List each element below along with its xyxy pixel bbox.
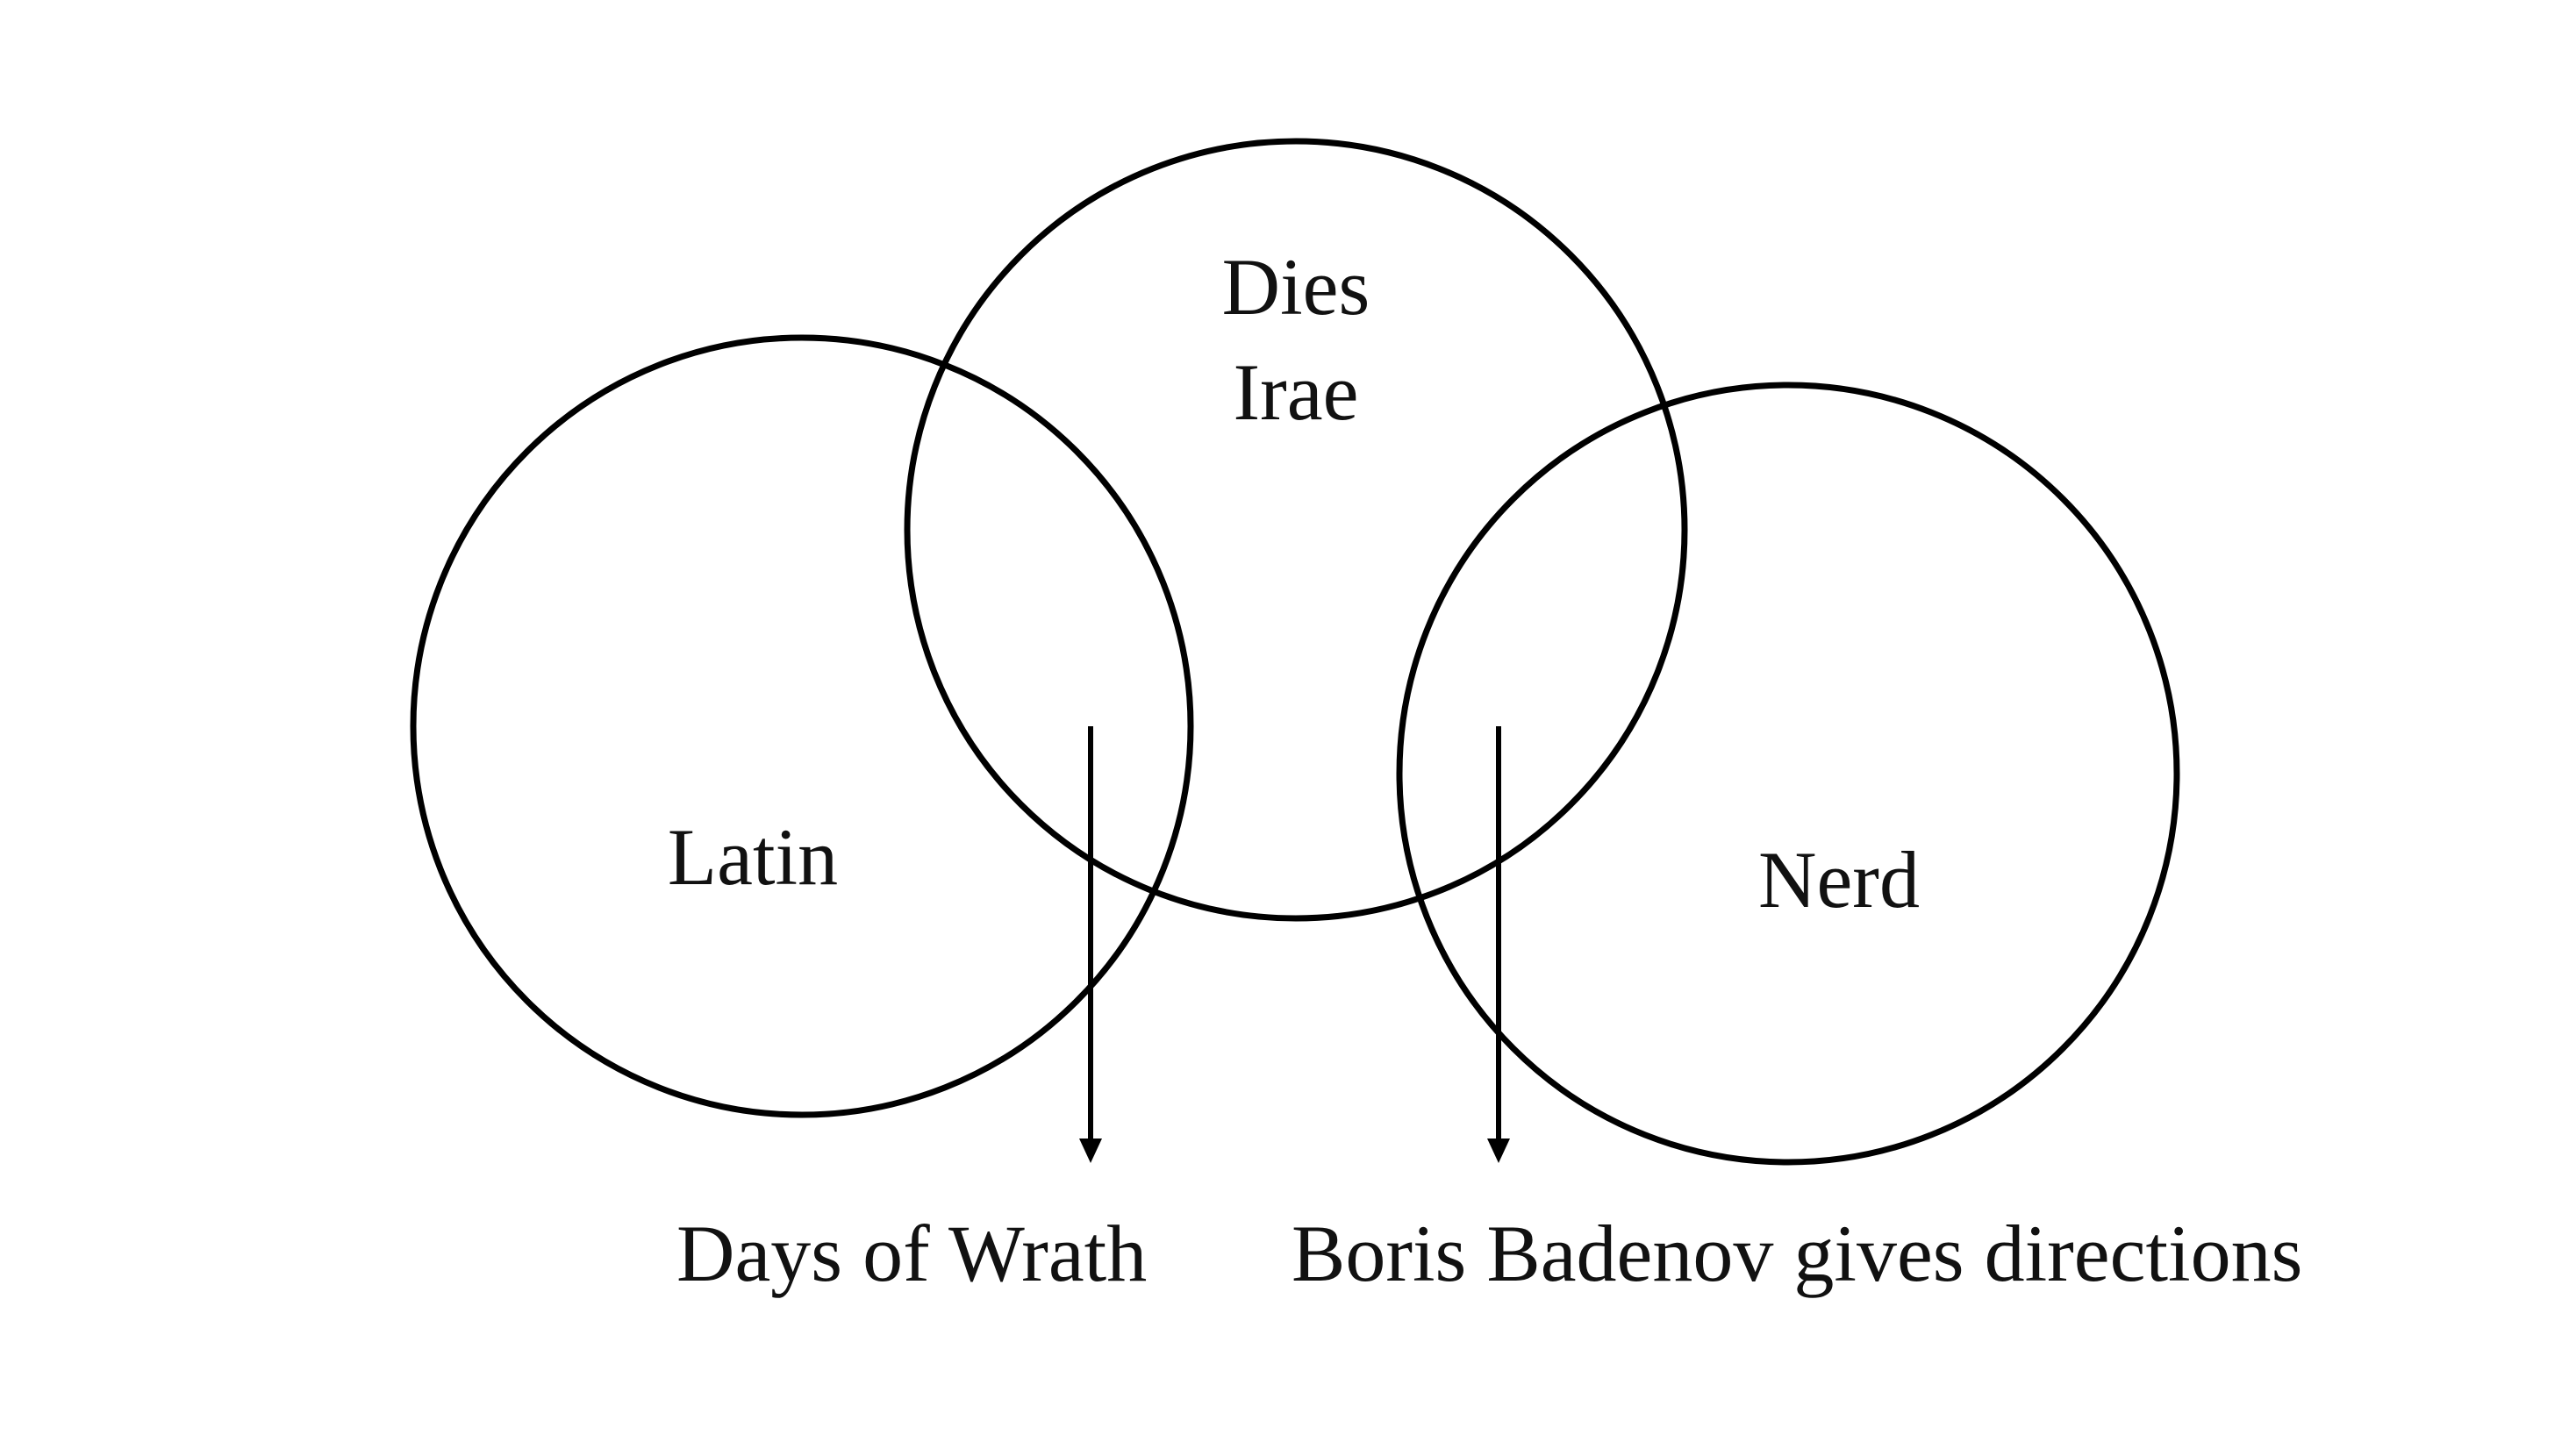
- arrow-head: [1079, 1138, 1102, 1163]
- label-nerd: Nerd: [1758, 835, 1920, 924]
- label-dies: Dies: [1222, 242, 1370, 332]
- circle-nerd: [1396, 382, 2180, 1166]
- callout-days-of-wrath: Days of Wrath: [676, 1209, 1147, 1298]
- arrow-days-of-wrath: [1079, 726, 1102, 1163]
- arrow-head: [1487, 1138, 1510, 1163]
- circle-dies-irae: [904, 138, 1688, 922]
- arrow-boris: [1487, 726, 1510, 1163]
- circle-latin: [410, 334, 1194, 1118]
- label-latin: Latin: [668, 812, 838, 902]
- callout-boris: Boris Badenov gives directions: [1292, 1209, 2302, 1298]
- label-irae: Irae: [1234, 347, 1359, 437]
